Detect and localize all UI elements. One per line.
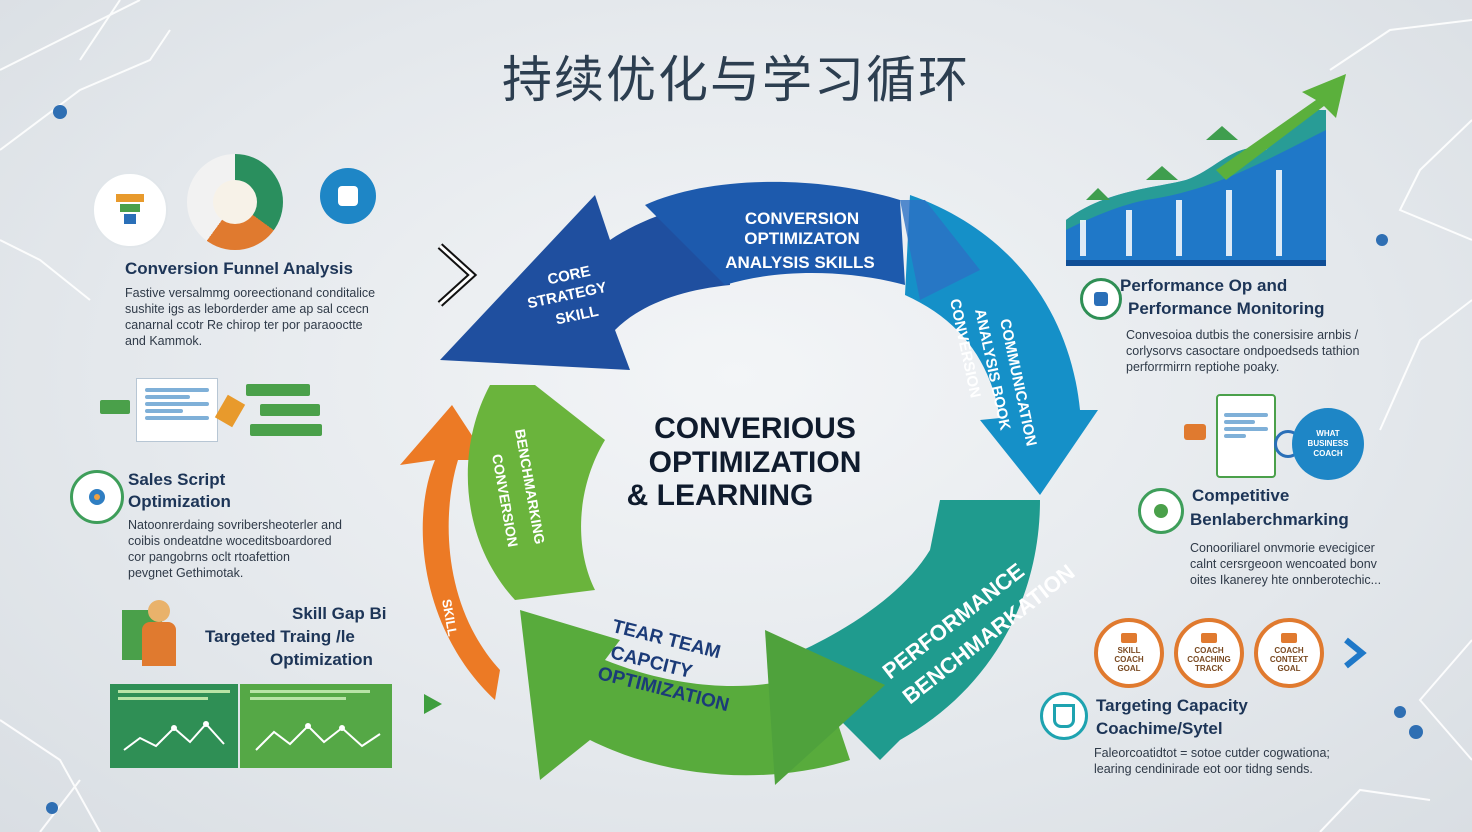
svg-text:OPTIMIZATION: OPTIMIZATION [649,446,862,479]
badge-line: COACHING [1187,655,1231,664]
team-capacity-segment[interactable] [520,610,850,780]
badge-line: GOAL [1117,664,1141,673]
benchmarking-illustration: WHAT BUSINESS COACH [1184,394,1364,484]
center-title: CONVERIOUS OPTIMIZATION & LEARNING [627,412,862,512]
bubble-line: WHAT [1316,429,1340,438]
badge-line: SKILL [1117,646,1141,655]
performance-growth-chart [1066,74,1346,266]
badge-line: COACH [1274,646,1304,655]
document-icon [136,378,218,442]
benchmark-body-line: Conooriliarel onvmorie evecigicer [1190,541,1375,555]
left-chevron-icon [437,243,478,307]
badge-line: TRACK [1195,664,1223,673]
performance-body-line: corlysorvs casoctare ondpoedseds tathion [1126,344,1360,358]
funnel-body-line: Fastive versalmmg ooreectionand condital… [125,286,376,300]
benchmark-heading-line1: Competitive [1192,486,1290,505]
coaching-body-line: Faleorcoatidtot = sotoe cutder cogwation… [1094,746,1330,760]
benchmark-body-line: oites Ikanerey hte onnberotechic... [1190,573,1382,587]
trainer-illustration [122,600,186,668]
funnel-body: Fastive versalmmg ooreectionand condital… [125,285,405,349]
badge-line: COACH [1194,646,1224,655]
tag-chip [100,400,130,414]
coaching-badge: SKILL COACH GOAL [1094,618,1164,688]
funnel-body-line: and Kammok. [125,334,203,348]
skill-gap-heading-line1: Skill Gap Bi [292,604,387,623]
svg-text:CONVERIOUS: CONVERIOUS [654,412,856,445]
green-triangle-pointer [765,630,885,785]
pie-chart-icon [187,154,283,250]
coaching-body: Faleorcoatidtot = sotoe cutder cogwation… [1094,745,1394,777]
tag-chip [250,424,322,436]
bubble-line: BUSINESS [1307,439,1349,448]
svg-text:ANALYSIS SKILLS: ANALYSIS SKILLS [725,253,875,272]
sales-script-icon [70,470,124,524]
orange-arrow-segment[interactable] [400,405,500,700]
optimization-cycle-diagram: SKILL CORE STRATEGY SKILL CONVERSION OPT… [400,181,1098,785]
performance-heading-line2: Performance Monitoring [1128,299,1325,318]
sales-heading-line2: Optimization [128,492,231,511]
badge-line: GOAL [1277,664,1301,673]
left-green-segment[interactable] [467,385,605,600]
right-chevron-icon [1344,637,1367,669]
pencil-icon [214,394,246,428]
funnel-icons [92,154,392,258]
tag-chip [260,404,320,416]
conversion-analysis-label: CONVERSION OPTIMIZATON ANALYSIS SKILLS [725,209,875,272]
coaching-badge: COACH CONTEXT GOAL [1254,618,1324,688]
coaching-heading-line1: Targeting Capacity [1096,696,1248,715]
skill-gap-heading-line3: Optimization [270,650,373,669]
svg-text:OPTIMIZATON: OPTIMIZATON [744,229,860,248]
performance-body-line: Convesoioa dutbis the conersisire arnbis… [1126,328,1359,342]
performance-body: Convesoioa dutbis the conersisire arnbis… [1126,327,1406,375]
main-title: 持续优化与学习循环 [502,51,970,109]
badge-line: CONTEXT [1269,655,1309,664]
bubble-line: COACH [1313,449,1343,458]
performance-heading-line1: Performance Op and [1120,276,1288,295]
svg-text:& LEARNING: & LEARNING [627,479,814,512]
clipboard-icon [1216,394,1276,478]
benchmark-body: Conooriliarel onvmorie evecigicer calnt … [1190,540,1450,588]
performance-body-line: perforrmirrn reptiohe poaky. [1126,360,1280,374]
sales-body-line: Natoonrerdaing sovribersheoterler and [128,518,343,532]
funnel-icon [92,172,168,248]
sales-body-line: pevgnet Gethimotak. [128,566,244,580]
performance-icon [1080,278,1122,320]
sales-body-line: coibis ondeatdne woceditsboardored [128,534,332,548]
funnel-body-line: canarnal ccotr Re chirop ter por paraooc… [125,318,363,332]
coaching-heading-line2: Coachime/Sytel [1096,719,1223,738]
sales-script-illustration [100,378,340,448]
tag-chip [246,384,310,396]
coach-circle-icon [320,168,376,224]
small-green-chevron-icon [424,694,442,714]
sales-body: Natoonrerdaing sovribersheoterler and co… [128,517,388,581]
orange-arrow-label: SKILL [439,598,460,638]
benchmark-icon [1138,488,1184,534]
coaching-shield-icon [1040,692,1088,740]
funnel-body-line: sushite igs as leborderder ame ap sal cc… [125,302,369,316]
sales-body-line: cor pangobrns oclt rtoafettion [128,550,290,564]
coaching-body-line: learing cendinirade eot oor tidng sends. [1094,762,1313,776]
coaching-badge: COACH COACHING TRACK [1174,618,1244,688]
funnel-heading: Conversion Funnel Analysis [125,259,353,278]
conversion-analysis-segment[interactable] [645,181,905,285]
skill-gap-heading-line2: Targeted Traing /le [205,627,355,646]
training-charts [110,684,392,768]
benchmark-body-line: calnt cersrgeoon wencoated bonv [1190,557,1377,571]
core-strategy-segment[interactable] [440,195,730,370]
svg-text:CONVERSION: CONVERSION [745,209,859,228]
blue-chevron-pointer [900,200,980,300]
badge-line: COACH [1114,655,1144,664]
benchmark-heading-line2: Benlaberchmarking [1190,510,1349,529]
sales-heading-line1: Sales Script [128,470,226,489]
business-coach-bubble: WHAT BUSINESS COACH [1292,408,1364,480]
